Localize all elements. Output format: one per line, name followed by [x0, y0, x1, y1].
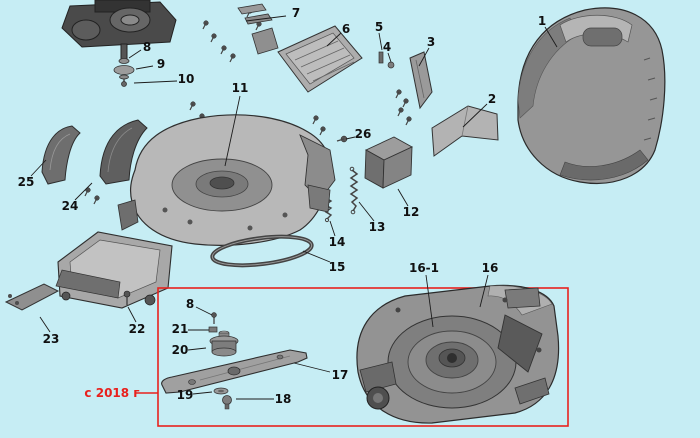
side-panel-illustration [431, 105, 499, 157]
callout-16: 16 [481, 261, 499, 275]
callout-5: 5 [374, 20, 384, 34]
callout-21: 21 [171, 322, 189, 336]
side-cover-24-illustration [99, 119, 148, 185]
callout-17: 17 [331, 368, 349, 382]
callout-1: 1 [537, 14, 547, 28]
callout-9: 9 [156, 57, 166, 71]
side-cover-25-illustration [41, 125, 81, 185]
callout-11: 11 [231, 81, 249, 95]
engine-illustration [61, 0, 177, 60]
callout-8b: 8 [185, 297, 195, 311]
callout-13: 13 [368, 220, 386, 234]
bar-bracket-illustration [4, 283, 60, 311]
belt-illustration [210, 234, 314, 268]
revision-highlight-box [157, 287, 569, 427]
callout-6: 6 [341, 22, 351, 36]
box-part-illustration [364, 136, 413, 189]
callout-20: 20 [171, 343, 189, 357]
callout-25: 25 [17, 175, 35, 189]
leader-lines [30, 15, 558, 400]
front-frame-illustration [55, 231, 173, 309]
callout-18: 18 [274, 392, 292, 406]
callout-16-1: 16-1 [408, 261, 440, 275]
pin-illustrations [378, 51, 395, 69]
main-deck-illustration [117, 114, 336, 246]
deck-bottom-illustration [356, 284, 560, 424]
callout-26: 26 [354, 127, 372, 141]
callout-14: 14 [328, 235, 346, 249]
rear-door-illustration [277, 25, 363, 93]
callout-23: 23 [42, 332, 60, 346]
revision-note: с 2018 г [84, 386, 140, 400]
blade-hardware-illustration [208, 312, 239, 357]
blade-bolt-washer-illustration [213, 387, 232, 410]
callout-19: 19 [176, 388, 194, 402]
callout-22: 22 [128, 322, 146, 336]
callout-7: 7 [291, 6, 301, 20]
callout-3: 3 [426, 35, 436, 49]
grass-catcher-illustration [517, 7, 666, 184]
callout-24: 24 [61, 199, 79, 213]
callout-15: 15 [328, 260, 346, 274]
blade-illustration [161, 349, 308, 394]
callout-8a: 8 [142, 40, 152, 54]
callout-4: 4 [382, 40, 392, 54]
screw-26-illustration [336, 135, 348, 143]
spring-13-illustration [349, 166, 359, 215]
callout-10: 10 [177, 72, 195, 86]
fastener-screws-illustration [84, 3, 412, 205]
bracket-illustration [409, 51, 433, 110]
callout-2: 2 [487, 92, 497, 106]
callout-12: 12 [402, 205, 420, 219]
pulley-hardware-illustration [113, 58, 135, 87]
